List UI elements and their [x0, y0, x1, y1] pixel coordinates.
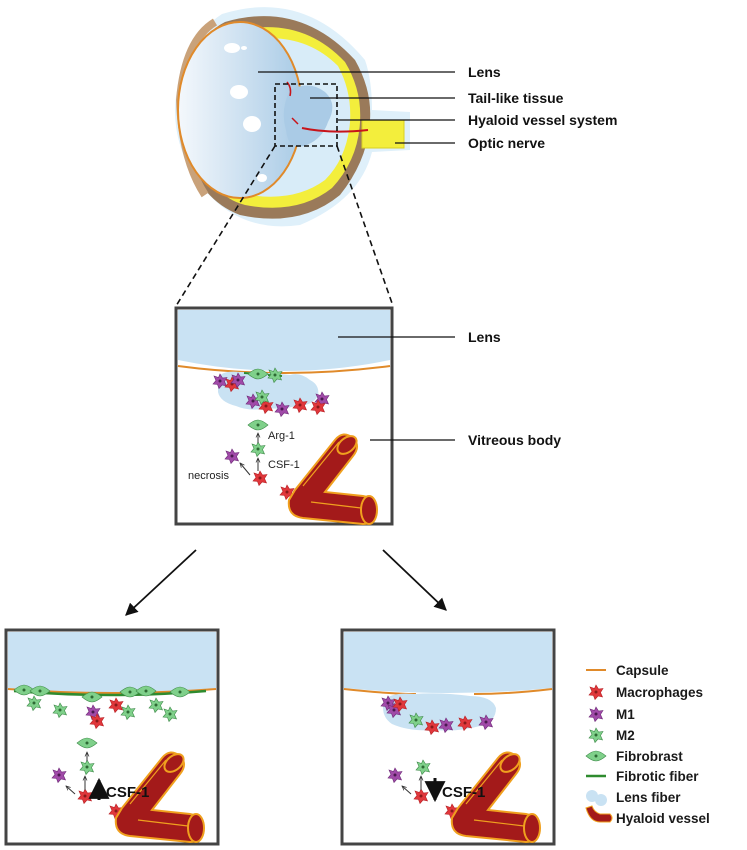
arg1-label: Arg-1 — [268, 430, 295, 442]
middle-capsule — [177, 365, 391, 374]
necrosis-label: necrosis — [188, 470, 229, 482]
bottom-left-panel — [4, 628, 220, 846]
eye-diagram — [175, 7, 410, 307]
csf1-label: CSF-1 — [268, 459, 300, 471]
panel-label-vitreous: Vitreous body — [468, 432, 561, 448]
eye-label-lens: Lens — [468, 64, 501, 80]
legend-label-6: Lens fiber — [616, 790, 681, 805]
middle-panel — [174, 306, 455, 526]
lens-fiber-icon — [586, 790, 607, 806]
eye-leaders — [258, 71, 455, 144]
eye-label-hyaloid: Hyaloid vessel system — [468, 112, 617, 128]
eye-label-optic: Optic nerve — [468, 135, 545, 151]
left-csf1-label: CSF-1 — [106, 784, 149, 801]
eye-label-tail: Tail-like tissue — [468, 90, 564, 106]
zoom-box — [274, 83, 338, 147]
right-csf1-label: CSF-1 — [442, 784, 485, 801]
legend-label-1: Macrophages — [616, 685, 703, 700]
arrow-left — [125, 549, 197, 616]
fibroblast-icon — [585, 750, 607, 762]
bottom-right-panel — [340, 628, 556, 846]
legend-label-2: M1 — [616, 707, 635, 722]
legend-label-0: Capsule — [616, 663, 669, 678]
hyaloid-vessel-icon — [585, 805, 613, 823]
legend — [585, 669, 613, 823]
legend-label-3: M2 — [616, 728, 635, 743]
legend-label-7: Hyaloid vessel — [616, 811, 710, 826]
macrophage-icon — [588, 684, 604, 700]
legend-label-5: Fibrotic fiber — [616, 769, 699, 784]
legend-label-4: Fibrobrast — [616, 749, 683, 764]
m2-icon — [588, 727, 604, 743]
eye-lens — [177, 21, 303, 199]
m1-icon — [588, 706, 604, 722]
panel-label-lens: Lens — [468, 329, 501, 345]
arrow-right — [382, 549, 447, 611]
